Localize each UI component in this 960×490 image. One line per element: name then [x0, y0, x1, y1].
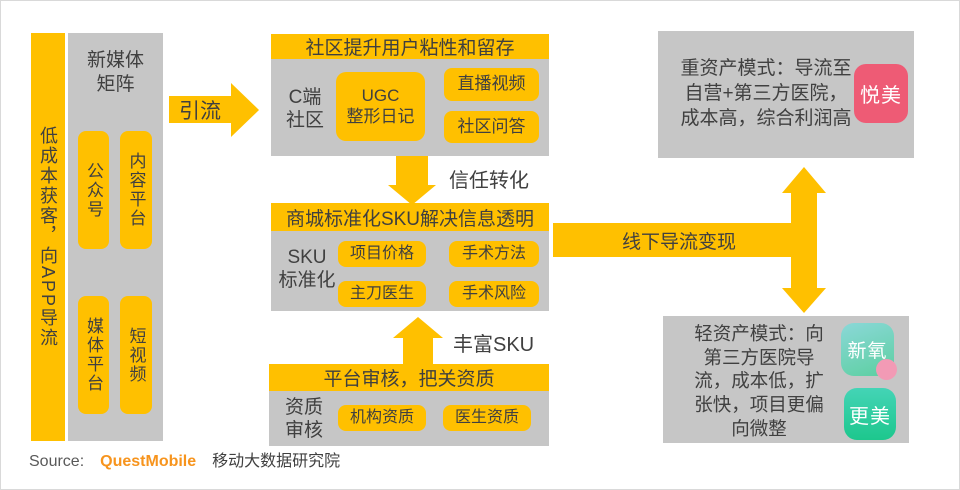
yinliu-arrow-label: 引流	[179, 99, 221, 123]
yinliu-arrow: 引流	[169, 96, 231, 123]
xinyang-badge-icon	[876, 359, 897, 380]
questmobile-brand: QuestMobile	[100, 453, 197, 470]
pill-content-platform: 内容平台	[120, 131, 152, 249]
trust-arrow-shaft	[396, 156, 428, 185]
audit-panel: 平台审核，把关资质 资质 审核 机构资质 医生资质	[269, 364, 549, 446]
doctor-qualification-box: 医生资质	[443, 405, 531, 431]
source-line: Source: QuestMobile 移动大数据研究院	[29, 447, 340, 471]
low-cost-bar: 低成本获客，向APP导流	[31, 33, 65, 441]
sku-side-label: SKU 标准化	[278, 247, 336, 292]
xinyang-app-icon: 新氧	[841, 323, 897, 380]
source-label: Source:	[29, 453, 85, 470]
chief-doctor-box: 主刀医生	[338, 281, 426, 307]
heavy-asset-panel: 重资产模式：导流至 自营+第三方医院， 成本高，综合利润高 悦美	[658, 31, 914, 158]
low-cost-bar-label: 低成本获客，向APP导流	[38, 125, 58, 349]
org-qualification-box: 机构资质	[338, 405, 426, 431]
pill-gongzhonghao: 公众号	[78, 131, 109, 249]
yuemei-app-label: 悦美	[860, 85, 902, 107]
sku-header: 商城标准化SKU解决信息透明	[271, 203, 549, 231]
gengmei-app-icon: 更美	[844, 388, 896, 440]
ugc-diary-box: UGC 整形日记	[336, 72, 425, 141]
surgery-risk-box: 手术风险	[449, 281, 539, 307]
enrich-arrow-label: 丰富SKU	[453, 334, 535, 356]
yuemei-app-icon: 悦美	[854, 64, 908, 123]
enrich-arrow-head-icon	[393, 317, 443, 338]
xinyang-app-label: 新氧	[847, 341, 888, 362]
enrich-arrow-shaft	[403, 338, 433, 364]
community-side-label: C端 社区	[285, 87, 324, 132]
community-header: 社区提升用户粘性和留存	[271, 34, 549, 59]
community-qa-box: 社区问答	[444, 111, 539, 143]
trust-arrow-head-icon	[388, 185, 436, 205]
new-media-matrix-panel: 新媒体 矩阵 公众号 内容平台 媒体平台 短视频	[68, 33, 163, 441]
pill-label: 媒体平台	[84, 317, 103, 393]
yinliu-arrow-head-icon	[231, 83, 259, 137]
double-arrow-up-head-icon	[782, 167, 826, 193]
pill-label: 内容平台	[126, 152, 146, 228]
audit-side-label: 资质 审核	[284, 397, 323, 442]
double-arrow-shaft	[791, 192, 817, 289]
surgery-method-box: 手术方法	[449, 241, 539, 267]
source-institute: 移动大数据研究院	[212, 453, 341, 470]
light-asset-text: 轻资产模式：向 第三方医院导 流，成本低，扩 张快，项目更偏 向微整	[694, 323, 824, 439]
light-asset-panel: 轻资产模式：向 第三方医院导 流，成本低，扩 张快，项目更偏 向微整 新氧 更美	[663, 316, 909, 443]
project-price-box: 项目价格	[338, 241, 426, 267]
pill-media-platform: 媒体平台	[78, 296, 109, 414]
sku-panel: 商城标准化SKU解决信息透明 SKU 标准化 项目价格 手术方法 主刀医生 手术…	[271, 203, 549, 311]
pill-short-video: 短视频	[120, 296, 152, 414]
community-panel: 社区提升用户粘性和留存 C端 社区 UGC 整形日记 直播视频 社区问答	[271, 34, 549, 156]
trust-arrow-label: 信任转化	[449, 170, 529, 192]
audit-header: 平台审核，把关资质	[269, 364, 549, 391]
matrix-title: 新媒体 矩阵	[86, 50, 144, 95]
offline-monetization-bar: 线下导流变现	[553, 223, 805, 257]
live-video-box: 直播视频	[444, 68, 539, 101]
pill-label: 公众号	[84, 161, 103, 219]
pill-label: 短视频	[126, 326, 146, 384]
offline-monetization-label: 线下导流变现	[621, 231, 736, 253]
double-arrow-down-head-icon	[782, 288, 826, 313]
gengmei-app-label: 更美	[849, 405, 891, 428]
heavy-asset-text: 重资产模式：导流至 自营+第三方医院， 成本高，综合利润高	[680, 58, 852, 130]
